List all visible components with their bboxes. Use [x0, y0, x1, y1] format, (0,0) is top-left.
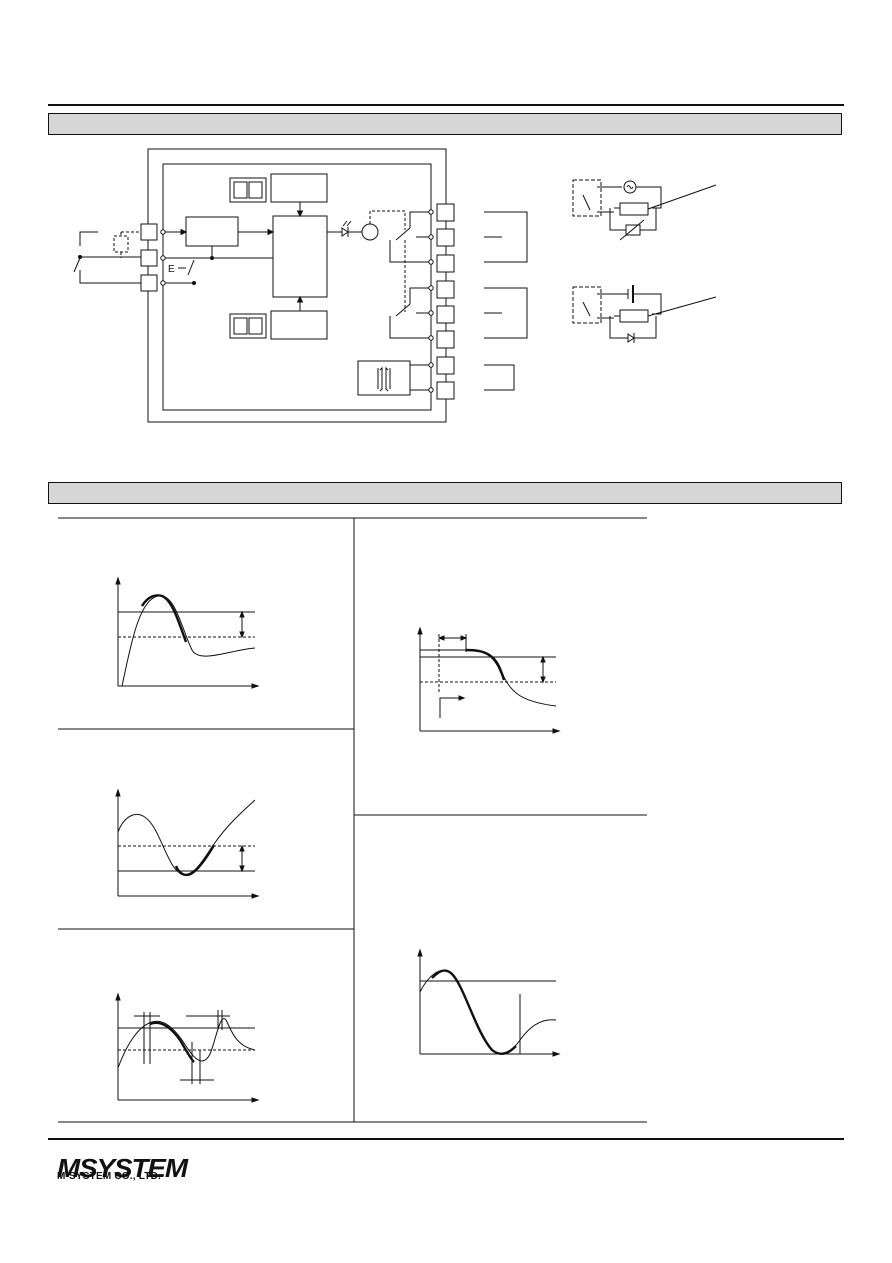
waveform-chart-overshoot [115, 576, 260, 689]
svg-text:MSYSTEM: MSYSTEM [57, 1153, 189, 1183]
led-indicator [341, 227, 349, 237]
housing-outer [147, 148, 447, 423]
company-name: M-SYSTEM CO., LTD. [57, 1171, 161, 1182]
waveform-chart-oscillation [417, 948, 561, 1057]
section-header-operation [48, 482, 842, 504]
input-terminal-2 [140, 249, 158, 267]
power-supply-block [357, 360, 411, 396]
housing-inner [162, 163, 432, 411]
waveform-chart-delay [417, 626, 561, 734]
input-terminal-3 [140, 274, 158, 292]
header-rule [48, 104, 844, 106]
waveform-chart-undershoot [115, 788, 260, 899]
input-circuit-block [185, 216, 239, 247]
setting-block-upper [270, 173, 328, 203]
block-diagram: E [73, 148, 528, 423]
relay-coil [361, 223, 379, 241]
contact-protection-ac [572, 179, 717, 241]
setting-dial-upper [229, 177, 267, 203]
input-terminal-1 [140, 223, 158, 241]
processing-block [272, 215, 328, 298]
waveform-chart-timing [115, 992, 260, 1103]
setting-block-lower [270, 310, 328, 340]
output-terminals [428, 203, 455, 400]
section-header-block-diagram [48, 113, 842, 135]
input-contact [73, 231, 141, 284]
operation-panel-frame [58, 517, 647, 1123]
relay-label-e: E [168, 264, 175, 275]
msystem-logo: MSYSTEM [57, 1153, 190, 1183]
contact-protection-dc [572, 285, 717, 343]
setting-dial-lower [229, 313, 267, 339]
footer-rule [48, 1138, 844, 1140]
